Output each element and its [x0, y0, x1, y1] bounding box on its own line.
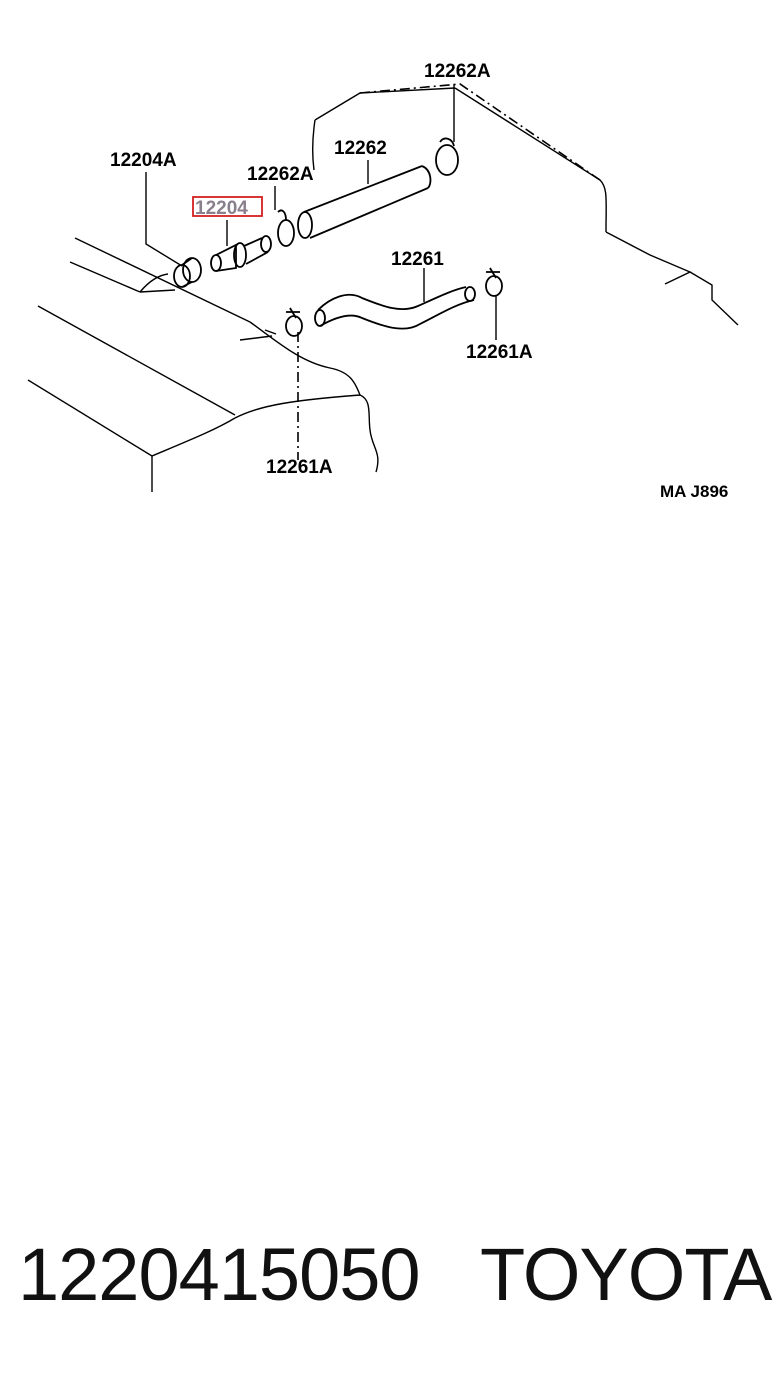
brand-name: TOYOTA	[480, 1233, 772, 1316]
hose-clamp-right	[485, 267, 503, 297]
label-12262a-mid: 12262A	[247, 164, 314, 185]
part-number: 1220415050	[18, 1233, 421, 1316]
centerline-upper	[359, 83, 601, 181]
label-12204a: 12204A	[110, 150, 177, 171]
highlight-box	[192, 196, 263, 217]
hose-clamp-left	[285, 307, 303, 337]
hose-clamp-mid	[277, 209, 295, 247]
label-12261a-right: 12261A	[466, 342, 533, 363]
leader-lines	[145, 84, 497, 340]
ventilation-hose-shape	[297, 165, 432, 239]
label-12262: 12262	[334, 138, 387, 159]
label-12261: 12261	[391, 249, 444, 270]
parts-diagram: 12262A 12204A 12262A 12262 12204 12261 1…	[27, 61, 739, 501]
breather-hose-shape	[314, 286, 476, 330]
hose-clamp-top	[435, 137, 459, 176]
footer: 1220415050 TOYOTA	[0, 1232, 776, 1332]
pcv-grommet-shape	[173, 257, 202, 288]
diagram-code: MA J896	[660, 482, 728, 501]
label-12204[interactable]: 12204	[195, 198, 248, 219]
label-12261a-bottom: 12261A	[266, 457, 333, 478]
label-12262a-top: 12262A	[424, 61, 491, 82]
pcv-valve-shape	[210, 235, 272, 272]
